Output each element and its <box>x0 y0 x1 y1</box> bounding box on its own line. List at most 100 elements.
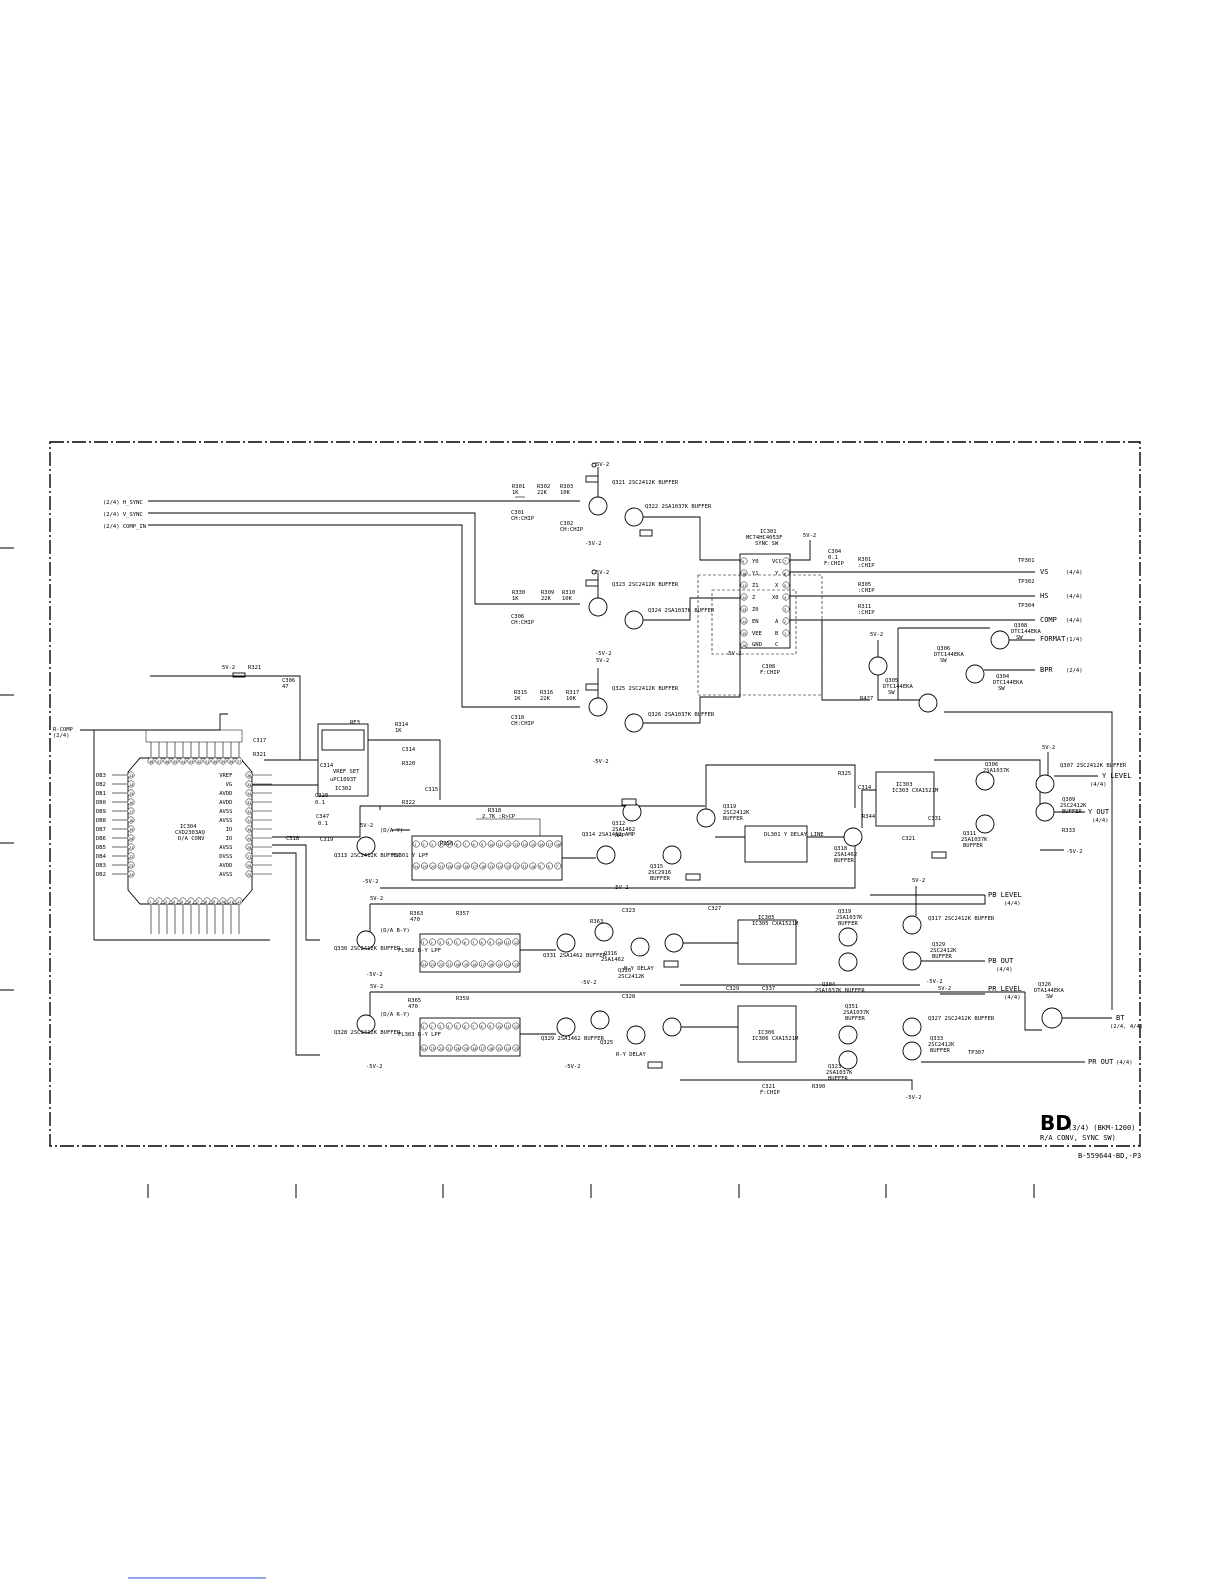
svg-text:24: 24 <box>422 1047 426 1051</box>
svg-text:12: 12 <box>237 900 241 904</box>
svg-text:10: 10 <box>221 900 225 904</box>
svg-text:(2/4, 4/4): (2/4, 4/4) <box>1110 1024 1143 1030</box>
pb-out-output-label: PB OUT <box>988 957 1014 965</box>
switch-transistors: 5V-2 Q305 DTC144EKA SW Q306 DTC144EKA SW… <box>821 620 1113 1010</box>
svg-text:17: 17 <box>548 843 552 847</box>
svg-text:R427: R427 <box>860 696 873 702</box>
svg-text:9: 9 <box>481 843 483 847</box>
svg-text:45: 45 <box>173 760 177 764</box>
svg-text:C337: C337 <box>762 986 775 992</box>
svg-text:39: 39 <box>221 760 225 764</box>
svg-text:DB2: DB2 <box>96 782 106 788</box>
svg-text:14: 14 <box>742 620 746 624</box>
svg-text:8: 8 <box>481 1025 483 1029</box>
svg-text:16: 16 <box>742 644 746 648</box>
svg-text:TP304: TP304 <box>1018 603 1035 609</box>
svg-text:14: 14 <box>506 963 510 967</box>
svg-text:2SA1037K: 2SA1037K <box>961 837 988 843</box>
svg-text:22K: 22K <box>540 696 551 702</box>
svg-text:Q306: Q306 <box>985 762 998 768</box>
svg-text:(4/4): (4/4) <box>1066 594 1083 600</box>
svg-text:Q320: Q320 <box>618 968 631 974</box>
svg-text:12: 12 <box>514 865 518 869</box>
svg-text:43: 43 <box>189 760 193 764</box>
svg-text:BUFFER: BUFFER <box>963 843 984 849</box>
svg-text:C304: C304 <box>828 549 842 555</box>
svg-text:3: 3 <box>784 608 786 612</box>
svg-text:VG: VG <box>226 782 233 788</box>
svg-text:Q333: Q333 <box>930 1036 943 1042</box>
left-margin-ticks <box>0 547 14 991</box>
svg-text:R301: R301 <box>512 484 525 490</box>
svg-text:7: 7 <box>464 843 466 847</box>
svg-text:21: 21 <box>129 846 133 850</box>
svg-text:23: 23 <box>129 864 133 868</box>
svg-text:R363: R363 <box>590 919 603 925</box>
svg-text:11: 11 <box>742 584 746 588</box>
svg-text:F:CHIP: F:CHIP <box>760 1090 781 1096</box>
svg-text:R390: R390 <box>812 1084 825 1090</box>
svg-text:10: 10 <box>497 941 501 945</box>
svg-text:BUFFER: BUFFER <box>650 876 671 882</box>
svg-text:470: 470 <box>410 917 420 923</box>
svg-text:CH:CHIP: CH:CHIP <box>511 721 535 727</box>
svg-text:R333: R333 <box>1062 828 1075 834</box>
svg-text:IC306 CXA1521M: IC306 CXA1521M <box>752 1036 799 1042</box>
svg-text:DB2: DB2 <box>96 872 106 878</box>
svg-text:1: 1 <box>784 632 786 636</box>
svg-text:10: 10 <box>742 572 746 576</box>
svg-text:Q317 2SC2412K BUFFER: Q317 2SC2412K BUFFER <box>928 916 995 922</box>
svg-text:DB7: DB7 <box>96 827 106 833</box>
svg-text:1: 1 <box>149 900 151 904</box>
svg-text:C323: C323 <box>622 908 635 914</box>
svg-text:VEE: VEE <box>752 631 762 637</box>
svg-text:2SC2412K: 2SC2412K <box>618 974 645 980</box>
svg-text:BUFFER: BUFFER <box>930 1048 951 1054</box>
svg-text:5V-2: 5V-2 <box>370 896 383 902</box>
svg-text:18: 18 <box>129 819 133 823</box>
svg-text:5V-2: 5V-2 <box>222 665 235 671</box>
svg-text:-5V-2: -5V-2 <box>725 651 742 657</box>
svg-text:22: 22 <box>439 1047 443 1051</box>
svg-text:C321: C321 <box>762 1084 775 1090</box>
svg-text:AMP: AMP <box>615 833 626 839</box>
svg-text:C306: C306 <box>511 614 524 620</box>
svg-text:(4/4): (4/4) <box>1092 818 1109 824</box>
svg-text:-5V-2: -5V-2 <box>366 972 383 978</box>
svg-text:CH:CHIP: CH:CHIP <box>560 527 584 533</box>
h-sync-input-label: (2/4) H_SYNC <box>103 500 143 506</box>
svg-text:5V-2: 5V-2 <box>370 984 383 990</box>
svg-text:C302: C302 <box>560 521 573 527</box>
svg-text:5V-2: 5V-2 <box>596 462 609 468</box>
svg-text:AVSS: AVSS <box>219 872 232 878</box>
svg-text:14: 14 <box>498 865 502 869</box>
svg-text:Y0: Y0 <box>752 559 759 565</box>
svg-text:IC306: IC306 <box>758 1030 775 1036</box>
svg-text:1K: 1K <box>395 728 402 734</box>
svg-text:22K: 22K <box>541 596 552 602</box>
svg-text:-5V-2: -5V-2 <box>595 651 612 657</box>
svg-text:2SA1462: 2SA1462 <box>834 852 857 858</box>
svg-text:23: 23 <box>431 1047 435 1051</box>
r-y-channel: 5V-2 Q328 2SC2412K BUFFER -5V-2 (D/A R-Y… <box>272 852 1143 1101</box>
svg-text:AVSS: AVSS <box>219 809 232 815</box>
svg-text:20: 20 <box>456 963 460 967</box>
svg-text:DB3: DB3 <box>96 773 106 779</box>
svg-text:SW: SW <box>888 690 895 696</box>
svg-text:TP307: TP307 <box>968 1050 985 1056</box>
svg-text:Q323: Q323 <box>828 1064 841 1070</box>
svg-text:11: 11 <box>506 941 510 945</box>
svg-text:4: 4 <box>784 596 786 600</box>
svg-text:1K: 1K <box>512 490 519 496</box>
svg-text:33: 33 <box>247 801 251 805</box>
svg-text:(4/4): (4/4) <box>1066 570 1083 576</box>
svg-text:7: 7 <box>472 941 474 945</box>
svg-text:Q325: Q325 <box>600 1040 613 1046</box>
bt-output-label: BT <box>1116 1014 1125 1022</box>
svg-text:Q323 2SC2412K BUFFER: Q323 2SC2412K BUFFER <box>612 582 679 588</box>
svg-text:31: 31 <box>247 819 251 823</box>
svg-text:5: 5 <box>784 584 786 588</box>
svg-text:5V-2: 5V-2 <box>596 658 609 664</box>
bottom-zone-ticks <box>147 1184 1035 1198</box>
